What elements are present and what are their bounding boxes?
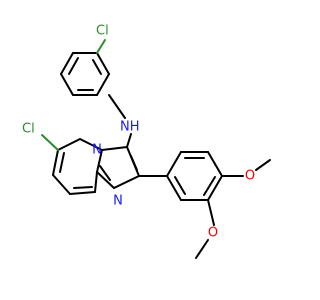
- methyl-bond-lower: [195, 239, 209, 259]
- oxygen-label-lower: O: [208, 226, 218, 241]
- chlorine-label-top: Cl: [96, 24, 109, 39]
- methyl-bond-upper: [255, 159, 271, 171]
- oxygen-label-upper: O: [245, 169, 255, 184]
- atom-labels: Cl NH Cl N N O O: [22, 24, 255, 241]
- molecule-structure: Cl NH Cl N N O O: [22, 24, 271, 259]
- ome-bond-lower: [207, 199, 215, 226]
- chlorine-label-left: Cl: [22, 122, 35, 137]
- cl-bond-top: [96, 39, 106, 54]
- dimethoxyphenyl-ring: [166, 151, 223, 201]
- nitrogen-label-imine: N: [113, 194, 123, 209]
- nh-c3-bond: [126, 133, 132, 148]
- chlorophenyl-ring: [60, 52, 110, 96]
- pyridine-ring: [52, 138, 103, 195]
- imidazole-ring: [96, 146, 140, 189]
- ring-nh-bond: [108, 94, 126, 119]
- cl-bond-left: [41, 134, 59, 151]
- nitrogen-label-ring: N: [92, 143, 102, 158]
- nh-label: NH: [120, 120, 140, 135]
